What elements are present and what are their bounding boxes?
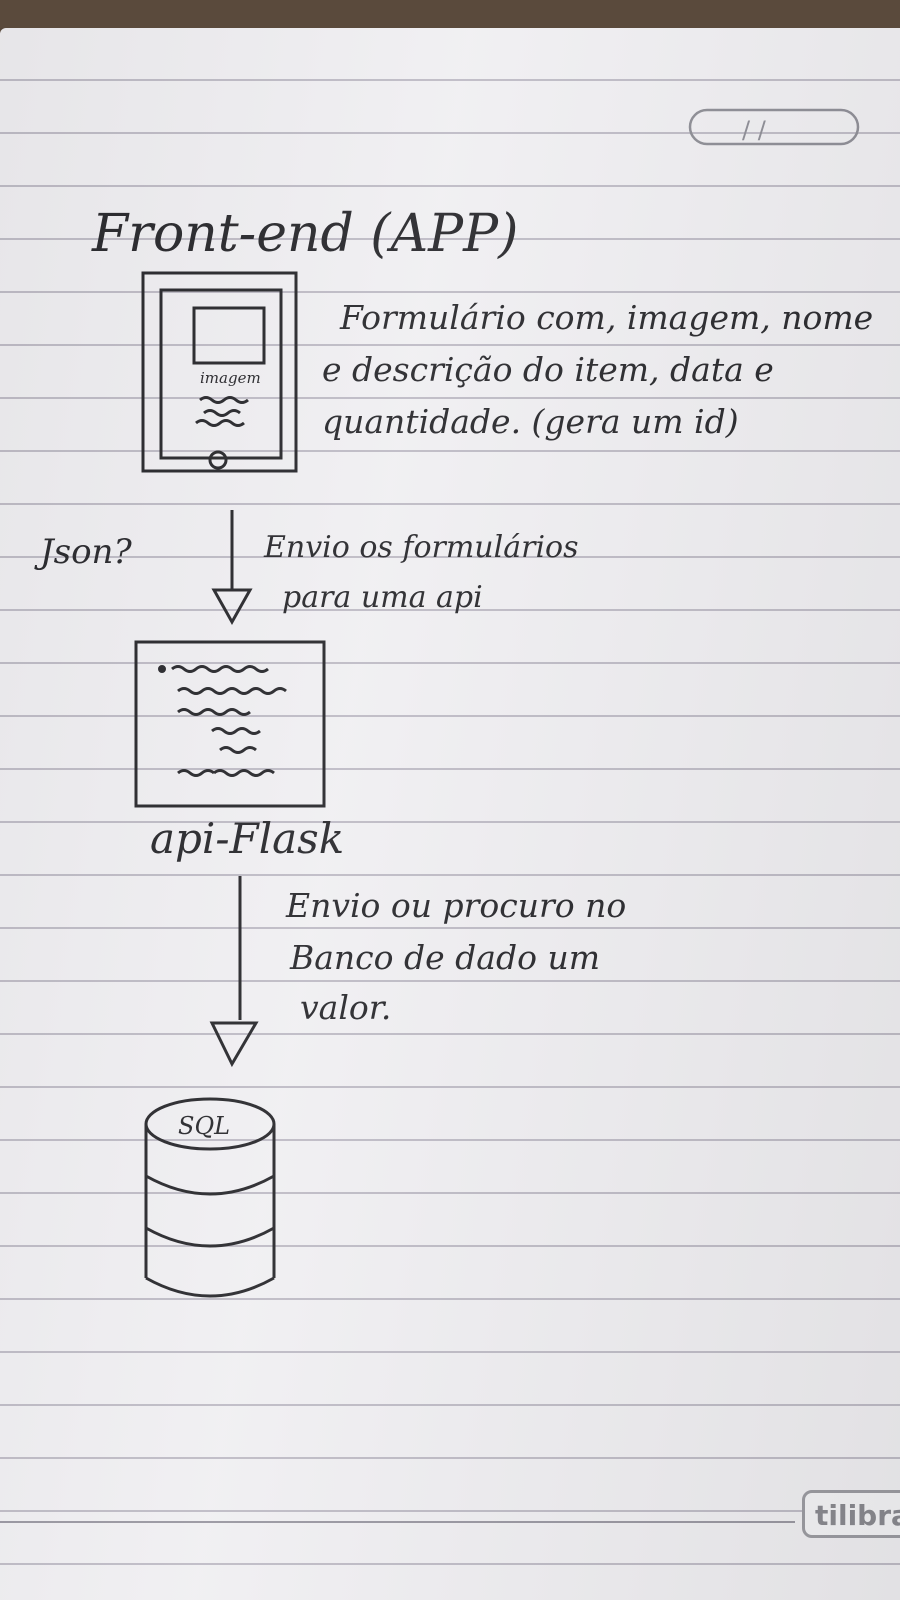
- database-label: SQL: [178, 1112, 230, 1140]
- app-description-line-1: Formulário com, imagem, nome: [340, 298, 874, 337]
- app-description-line-2: e descrição do item, data e: [322, 350, 774, 389]
- arrow-1-label-line-2: para uma api: [282, 580, 483, 615]
- arrow-2-label-line-3: valor.: [300, 988, 392, 1027]
- json-side-label: Json?: [40, 532, 132, 572]
- date-field: [688, 108, 860, 146]
- date-field-text: / /: [742, 116, 767, 144]
- brand-logo: tilibra: [802, 1490, 900, 1538]
- api-document-icon: [134, 640, 326, 808]
- arrow-1-label-line-1: Envio os formulários: [264, 530, 579, 565]
- arrow-2-label-line-2: Banco de dado um: [290, 938, 600, 977]
- notebook-page: / / imagem: [0, 28, 900, 1600]
- diagram-title: Front-end (APP): [92, 204, 519, 264]
- diagram-drawing: / / imagem: [0, 108, 860, 1523]
- arrow-to-api: [211, 510, 253, 626]
- app-device-icon: [141, 271, 298, 473]
- arrow-2-label-line-1: Envio ou procuro no: [286, 886, 627, 925]
- arrow-to-database: [209, 876, 259, 1068]
- database-icon: [144, 1097, 276, 1298]
- app-screen-label: imagem: [200, 369, 261, 387]
- app-description-line-3: quantidade. (gera um id): [322, 402, 739, 441]
- api-label: api-Flask: [150, 814, 345, 863]
